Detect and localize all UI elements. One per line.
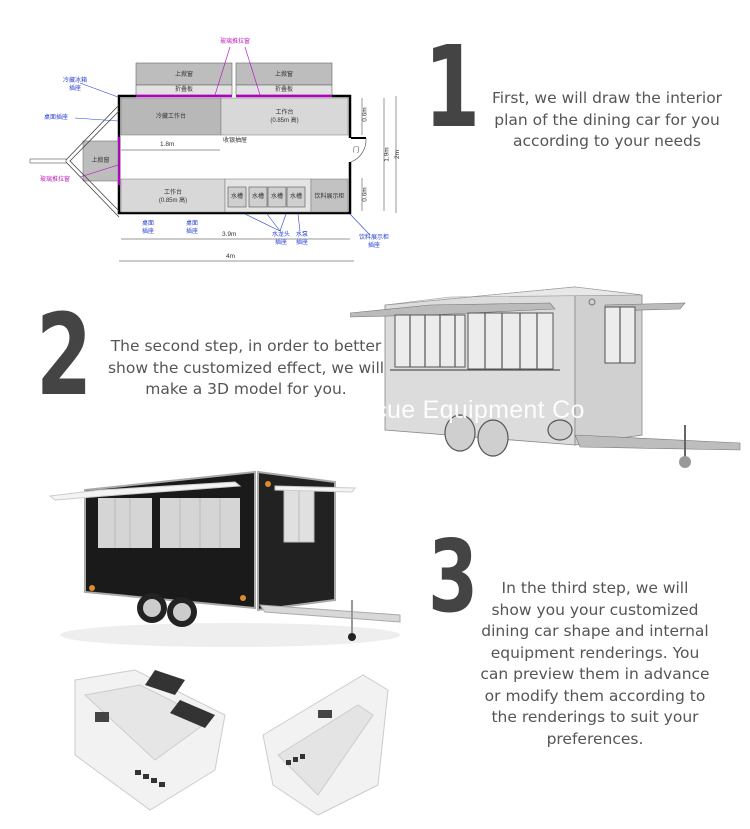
- interior-render-left: [65, 660, 240, 820]
- step-3-line: show you your customized: [491, 600, 699, 619]
- pump-socket-note: 水泵 插座: [295, 232, 308, 246]
- step-3-line: dining car shape and internal: [481, 622, 709, 640]
- cashier-drawer-label: 收银抽屉: [222, 138, 247, 144]
- step-3-line: equipment renderings. You: [490, 643, 700, 662]
- table-socket-note: 桌面 插座: [141, 221, 154, 235]
- floor-plan: 上掀窗 折叠板 上掀窗 折叠板 玻璃推拉窗 玻璃推拉窗 冷藏工作台 工作台 (0…: [20, 25, 420, 275]
- dim-0-6m-bottom: 0.6m: [361, 187, 369, 202]
- step-3-line: preferences.: [546, 729, 644, 748]
- table-socket-left-note: 桌面插座: [43, 115, 68, 121]
- hitch-window-label: 上掀窗: [91, 158, 110, 164]
- drink-display-label: 饮料展示柜: [314, 194, 345, 200]
- dim-3-9m: 3.9m: [222, 231, 237, 238]
- step-1-line: plan of the dining car for you: [494, 110, 720, 129]
- sink-label: 水槽: [230, 194, 243, 200]
- upper-window-right-label: 上掀窗: [274, 72, 293, 78]
- fridge-bench-label: 冷藏工作台: [155, 114, 186, 120]
- door-label: 门: [352, 148, 359, 154]
- step-3-line: can preview them in advance: [480, 665, 710, 683]
- step-1-number: 1: [424, 23, 481, 153]
- step-2-text: The second step, in order to better show…: [96, 336, 396, 401]
- step-1-line: according to your needs: [513, 132, 701, 150]
- workbench-bottom-height: (0.85m 高): [158, 198, 188, 204]
- step-3-line: the renderings to suit your: [491, 708, 699, 726]
- step-3-text: In the third step, we will show you your…: [475, 578, 715, 750]
- dim-4m: 4m: [226, 253, 236, 260]
- faucet-socket-note: 水龙头 插座: [271, 232, 290, 246]
- dim-1-8m: 1.8m: [160, 141, 175, 148]
- step-2-line: show the customized effect, we will: [107, 358, 385, 377]
- dim-2m: 2m: [394, 149, 402, 160]
- floor-plan-drawing: [29, 46, 397, 262]
- step-3-number: 3: [428, 518, 479, 635]
- workbench-top-label: 工作台: [275, 110, 294, 116]
- watermark-text: ecue Equipment Co: [360, 396, 585, 424]
- glass-sliding-window-left-label: 玻璃推拉窗: [39, 177, 70, 183]
- step-1-line: First, we will draw the interior: [491, 89, 723, 107]
- folding-board-right-label: 折叠板: [274, 87, 293, 93]
- sink-label: 水槽: [270, 194, 283, 200]
- table-socket-note: 桌面 插座: [185, 221, 198, 235]
- workbench-top-height: (0.85m 高): [270, 118, 299, 124]
- step-2-line: The second step, in order to better: [110, 337, 382, 355]
- step-2-number: 2: [36, 291, 93, 421]
- trailer-render-exterior: [40, 460, 420, 650]
- trailer-3d-model: [349, 275, 750, 475]
- folding-board-left-label: 折叠板: [174, 87, 193, 93]
- upper-window-left-label: 上掀窗: [174, 72, 193, 78]
- drink-display-socket-note: 饮料展示柜 插座: [358, 235, 389, 249]
- workbench-bottom-label: 工作台: [163, 190, 182, 196]
- sink-label: 水槽: [289, 194, 302, 200]
- step-3-line: In the third step, we will: [501, 579, 689, 597]
- step-2-line: make a 3D model for you.: [145, 380, 347, 398]
- step-1-text: First, we will draw the interior plan of…: [472, 88, 742, 153]
- fridge-socket-note: 冷藏冰箱 插座: [62, 78, 87, 92]
- dim-1-9m: 1.9m: [383, 147, 391, 162]
- interior-render-right: [258, 665, 403, 820]
- sink-label: 水槽: [251, 194, 264, 200]
- step-3-line: or modify them according to: [484, 686, 706, 705]
- dim-0-6m-top: 0.6m: [361, 107, 369, 122]
- glass-sliding-window-top-label: 玻璃推拉窗: [219, 39, 250, 45]
